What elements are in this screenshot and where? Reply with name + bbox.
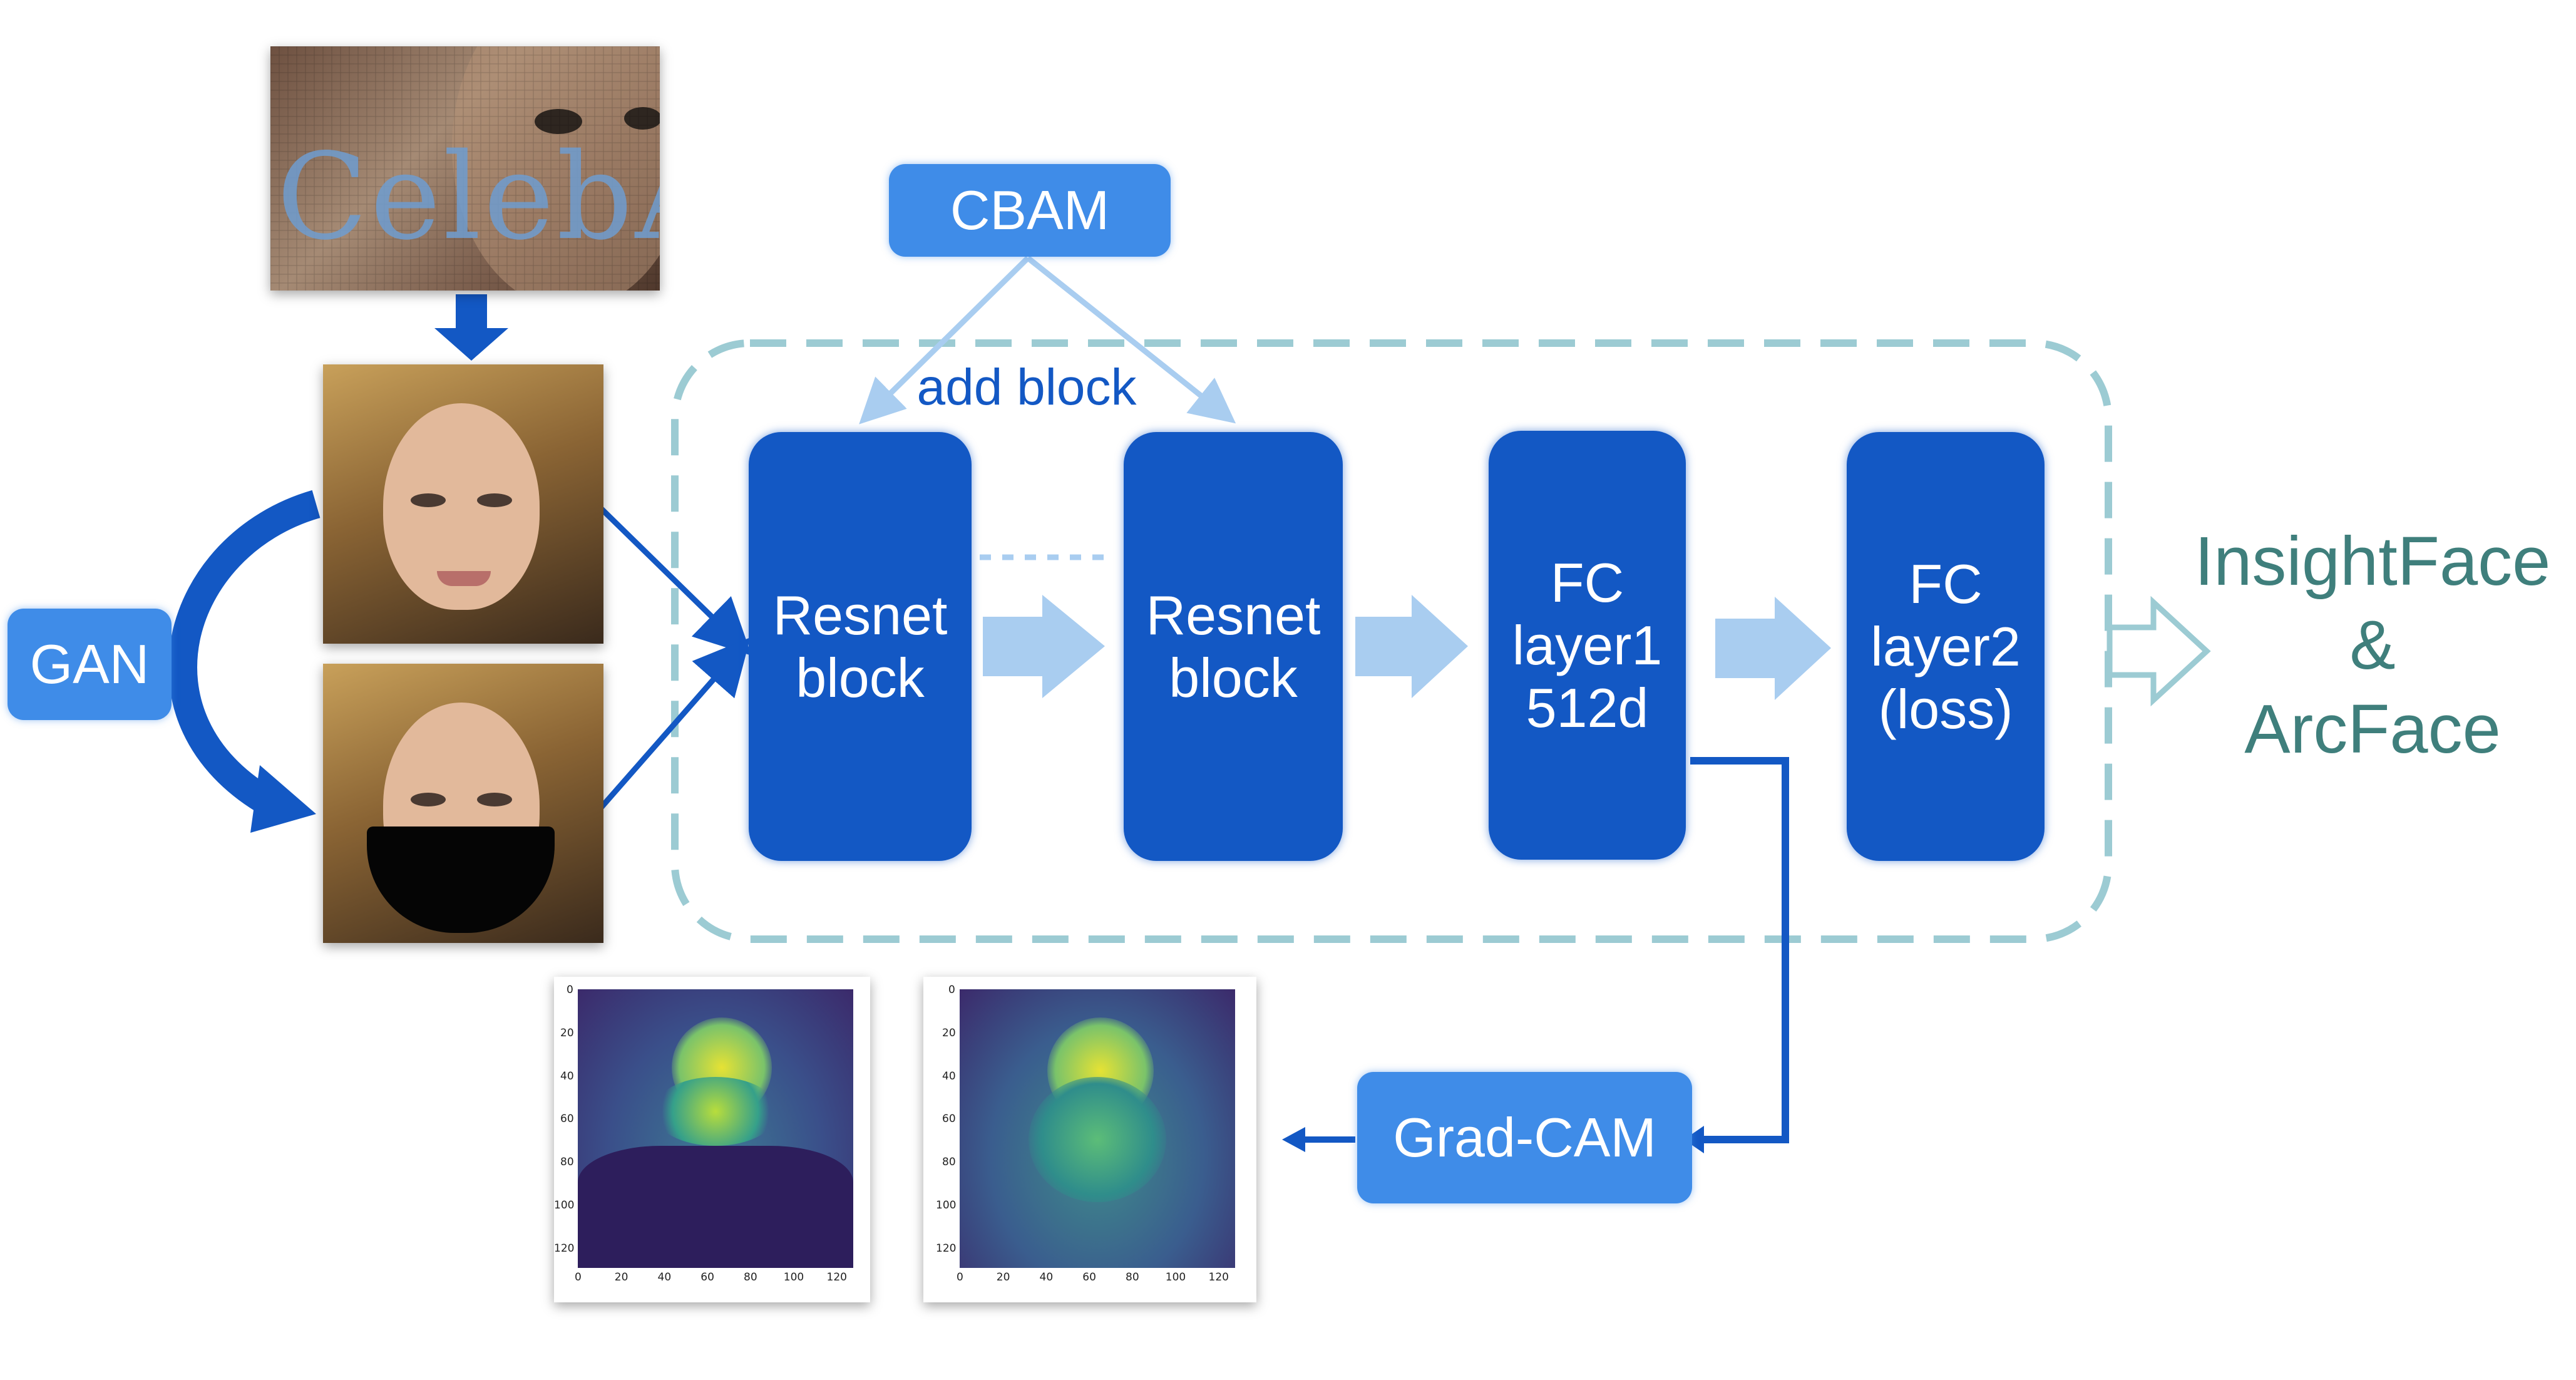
output-label: InsightFace & ArcFace — [2185, 520, 2560, 771]
resnet-block-2: Resnet block — [1124, 432, 1343, 861]
x-tick-label: 120 — [1208, 1271, 1229, 1284]
x-tick-label: 0 — [575, 1271, 582, 1284]
x-tick-label: 60 — [700, 1271, 714, 1284]
output-hollow-arrow — [2106, 595, 2211, 707]
block-arrow-3 — [1715, 597, 1831, 700]
x-tick-label: 40 — [1039, 1271, 1054, 1284]
heatmap-unmasked-image — [960, 989, 1235, 1268]
fc-layer2-line-2: layer2 — [1870, 615, 2021, 677]
gan-box: GAN — [8, 609, 172, 720]
output-line-2: & — [2349, 607, 2396, 684]
y-tick-label: 0 — [567, 984, 573, 996]
x-tick-label: 120 — [826, 1271, 847, 1284]
y-tick-label: 100 — [554, 1198, 575, 1212]
resnet-block-2-line-2: block — [1169, 646, 1298, 709]
fc-layer2-line-1: FC — [1909, 552, 1983, 615]
fc-layer2-block: FC layer2 (loss) — [1847, 432, 2045, 861]
y-tick-label: 60 — [560, 1113, 574, 1126]
y-tick-label: 20 — [942, 1026, 956, 1039]
fc-layer2-line-3: (loss) — [1878, 677, 2013, 740]
heatmap-unmasked: 0 0 20 20 40 40 60 60 80 80 100 100 120 120 — [923, 977, 1256, 1302]
y-tick-label: 40 — [560, 1069, 574, 1083]
fc-layer1-line-3: 512d — [1526, 676, 1649, 739]
block-arrow-2 — [1355, 595, 1468, 698]
resnet-block-1: Resnet block — [749, 432, 972, 861]
gradcam-label: Grad-CAM — [1393, 1106, 1656, 1168]
add-block-note: add block — [916, 359, 1137, 416]
y-tick-label: 100 — [936, 1198, 957, 1212]
x-tick-label: 100 — [1165, 1271, 1186, 1284]
x-tick-label: 20 — [614, 1271, 629, 1284]
y-tick-label: 80 — [942, 1156, 956, 1168]
resnet-block-2-line-1: Resnet — [1146, 584, 1321, 646]
fc-layer1-line-2: layer1 — [1512, 614, 1663, 676]
x-tick-label: 60 — [1082, 1271, 1096, 1284]
face-photo — [323, 364, 603, 644]
y-tick-label: 20 — [560, 1026, 574, 1039]
y-tick-label: 60 — [942, 1113, 956, 1126]
y-tick-label: 80 — [560, 1156, 574, 1168]
celeba-logo-text: CelebA — [277, 128, 660, 266]
gradcam-box: Grad-CAM — [1357, 1072, 1692, 1203]
gan-curve-arrow — [168, 490, 321, 815]
resnet-block-1-line-2: block — [796, 646, 925, 709]
y-tick-label: 40 — [942, 1069, 956, 1083]
masked-face-photo — [323, 664, 603, 943]
y-tick-label: 0 — [948, 984, 955, 996]
x-tick-label: 80 — [1126, 1271, 1139, 1284]
output-line-1: InsightFace — [2194, 523, 2551, 600]
heatmap-masked-image — [578, 989, 853, 1268]
output-line-3: ArcFace — [2244, 691, 2501, 768]
cbam-box: CBAM — [889, 164, 1171, 257]
cbam-arrow-left — [859, 255, 1030, 425]
fc-layer1-block: FC layer1 512d — [1489, 431, 1686, 860]
dataset-down-arrow — [434, 294, 508, 361]
black-mask — [367, 826, 555, 933]
y-tick-label: 120 — [936, 1242, 957, 1255]
block-arrow-1 — [983, 595, 1105, 698]
gan-label: GAN — [29, 633, 150, 695]
face-to-network-arrow-top — [598, 506, 752, 656]
x-tick-label: 40 — [657, 1271, 672, 1284]
x-tick-label: 80 — [744, 1271, 757, 1284]
cbam-label: CBAM — [950, 179, 1110, 241]
cbam-arrow-right — [1026, 255, 1236, 424]
x-tick-label: 0 — [957, 1271, 963, 1284]
face-to-network-arrow-bottom — [598, 637, 751, 810]
y-tick-label: 120 — [554, 1242, 575, 1255]
x-tick-label: 100 — [783, 1271, 804, 1284]
fc1-to-gradcam-connector — [1690, 757, 1789, 1143]
heatmap-masked: 0 0 20 20 40 40 60 60 80 80 100 100 120 120 — [554, 977, 870, 1302]
x-tick-label: 20 — [996, 1271, 1010, 1284]
fc-layer1-line-1: FC — [1550, 551, 1624, 614]
resnet-block-1-line-1: Resnet — [772, 584, 948, 646]
celeba-dataset-image: CelebA — [270, 46, 660, 291]
network-region-outline — [671, 339, 2112, 943]
